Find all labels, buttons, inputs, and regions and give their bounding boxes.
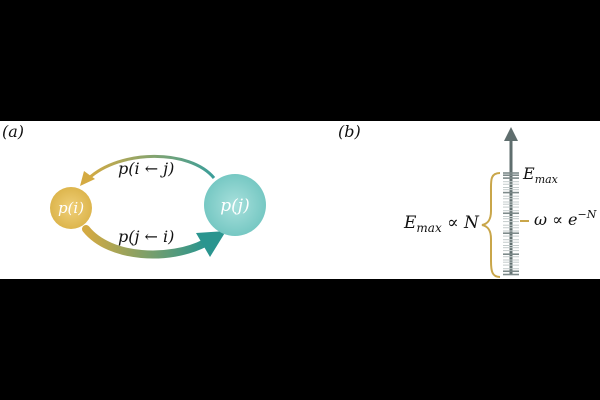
node-i-label: p(i) bbox=[58, 199, 84, 217]
brace bbox=[481, 172, 501, 278]
node-j-circle bbox=[204, 174, 266, 236]
energy-levels bbox=[503, 172, 519, 276]
arrow-top-head bbox=[80, 171, 95, 186]
figure-panel: (a) p(i ← j) p(j ← i) p(i) p(j) (b) bbox=[0, 121, 600, 279]
arrow-top bbox=[80, 154, 216, 186]
arrow-bottom bbox=[82, 225, 226, 259]
arrow-bottom-label: p(j ← i) bbox=[118, 227, 174, 246]
arrow-bottom-head bbox=[196, 231, 226, 257]
figure-svg: (a) p(i ← j) p(j ← i) p(i) p(j) (b) bbox=[2, 122, 597, 278]
energy-axis-arrowhead bbox=[504, 127, 518, 141]
arrow-top-label: p(i ← j) bbox=[118, 159, 174, 178]
spacing-label: ω ∝ e−N bbox=[534, 208, 597, 229]
panel-b-label: (b) bbox=[338, 122, 361, 141]
energy-axis bbox=[504, 127, 518, 275]
node-i-circle bbox=[50, 187, 92, 229]
emax-scaling-label: Emax ∝ N bbox=[403, 213, 480, 235]
panel-a-label: (a) bbox=[2, 122, 24, 141]
node-j-label: p(j) bbox=[220, 196, 249, 216]
emax-label: Emax bbox=[522, 164, 559, 186]
